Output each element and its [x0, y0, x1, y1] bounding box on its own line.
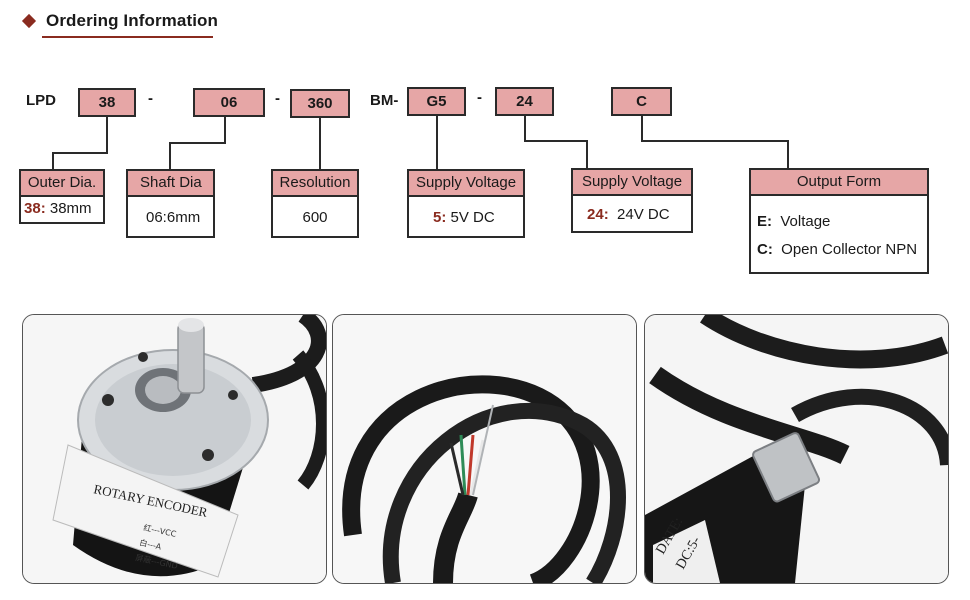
connector-line — [524, 116, 526, 142]
supply-voltage-24-box: Supply Voltage 24: 24V DC — [571, 168, 693, 233]
connector-line — [787, 140, 789, 170]
code-dash-2: - — [275, 90, 280, 107]
section-title: Ordering Information — [46, 11, 218, 30]
supply-voltage-24-title: Supply Voltage — [573, 170, 691, 196]
shaft-dia-box: Shaft Dia 06:6mm — [126, 169, 215, 238]
output-form-box: Output Form E: Voltage C: Open Collector… — [749, 168, 929, 274]
code-shaft: 06 — [193, 88, 265, 117]
outer-dia-box: Outer Dia. 38: 38mm — [19, 169, 105, 224]
supply-voltage-5-title: Supply Voltage — [409, 171, 523, 197]
code-diameter: 38 — [78, 88, 136, 117]
connector-line — [169, 142, 226, 144]
output-form-title: Output Form — [751, 170, 927, 196]
supply-5-value: 5V DC — [450, 209, 495, 226]
resolution-box: Resolution 600 — [271, 169, 359, 238]
output-value: Voltage — [780, 213, 831, 230]
connector-line — [52, 152, 54, 170]
diamond-bullet-icon — [21, 13, 37, 29]
title-underline — [42, 36, 213, 38]
connector-line — [106, 117, 108, 154]
output-row: E: Voltage — [757, 208, 927, 236]
code-supply-2: 24 — [495, 87, 554, 116]
code-bm: BM- — [370, 92, 399, 109]
encoder-illustration: ROTARY ENCODER 红---VCC 白---A 屏蔽---GND — [23, 315, 326, 583]
output-key: E: — [757, 213, 772, 230]
output-value: Open Collector NPN — [781, 241, 918, 258]
code-output: C — [611, 87, 672, 116]
separator: : — [441, 209, 451, 226]
connector-line — [586, 140, 588, 168]
separator: : — [603, 206, 609, 223]
connector-line — [319, 118, 321, 170]
code-dash-3: - — [477, 89, 482, 106]
connector-line — [641, 116, 643, 142]
encoder-photo: ROTARY ENCODER 红---VCC 白---A 屏蔽---GND — [22, 314, 327, 584]
code-dash-1: - — [148, 90, 153, 107]
outer-dia-key: 38 — [24, 200, 41, 217]
supply-5-key: 5 — [433, 209, 442, 226]
separator: : — [40, 200, 50, 217]
supply-voltage-5-box: Supply Voltage 5: 5V DC — [407, 169, 525, 238]
cable-illustration — [333, 315, 636, 583]
code-supply-1: G5 — [407, 87, 466, 116]
connector-line — [641, 140, 789, 142]
output-row: C: Open Collector NPN — [757, 236, 927, 264]
cable-wires-photo — [332, 314, 637, 584]
connector-line — [169, 142, 171, 170]
resolution-title: Resolution — [273, 171, 357, 197]
shaft-dia-title: Shaft Dia — [128, 171, 213, 197]
supply-24-key: 24 — [587, 206, 604, 223]
gland-illustration: DATE: DC:5- — [645, 315, 948, 583]
code-resolution: 360 — [290, 89, 350, 118]
cable-gland-photo: DATE: DC:5- — [644, 314, 949, 584]
connector-line — [52, 152, 108, 154]
connector-line — [224, 117, 226, 144]
code-prefix: LPD — [26, 92, 56, 109]
output-key: C: — [757, 241, 773, 258]
connector-line — [436, 116, 438, 170]
supply-24-value: 24V DC — [617, 206, 670, 223]
resolution-value: 600 — [302, 209, 328, 226]
outer-dia-value: 38mm — [49, 200, 92, 217]
wire-label: 白---A — [139, 537, 163, 551]
shaft-dia-value: 06:6mm — [146, 209, 201, 226]
outer-dia-title: Outer Dia. — [21, 171, 103, 197]
connector-line — [524, 140, 588, 142]
